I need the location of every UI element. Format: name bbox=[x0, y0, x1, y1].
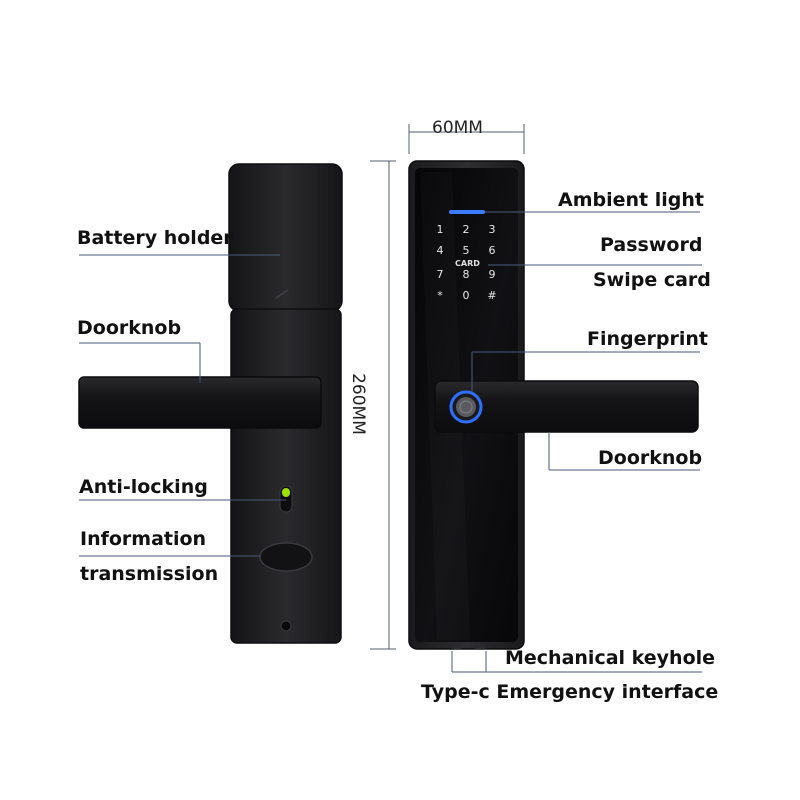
key-star: * bbox=[437, 289, 443, 302]
front-panel bbox=[408, 160, 699, 650]
key-hash: # bbox=[487, 289, 497, 302]
leader-lines bbox=[79, 211, 702, 673]
label-fingerprint: Fingerprint bbox=[587, 328, 708, 350]
anti-locking-indicator bbox=[282, 488, 290, 497]
label-doorknob-back: Doorknob bbox=[77, 317, 182, 339]
label-transmission: transmission bbox=[80, 563, 219, 585]
key-6: 6 bbox=[488, 244, 496, 257]
key-4: 4 bbox=[436, 244, 444, 257]
label-information: Information bbox=[80, 528, 207, 550]
key-0: 0 bbox=[462, 289, 470, 302]
label-swipe-card: Swipe card bbox=[593, 269, 711, 291]
back-panel-body bbox=[230, 308, 342, 644]
label-anti-locking: Anti-locking bbox=[79, 476, 208, 498]
back-panel bbox=[78, 163, 343, 644]
label-ambient-light: Ambient light bbox=[558, 189, 704, 211]
key-5: 5 bbox=[462, 244, 470, 257]
front-doorknob bbox=[434, 380, 699, 433]
type-c-port bbox=[474, 645, 486, 649]
key-3: 3 bbox=[488, 223, 496, 236]
label-password: Password bbox=[600, 234, 703, 256]
battery-cover bbox=[228, 163, 343, 312]
label-mechanical-keyhole: Mechanical keyhole bbox=[505, 647, 716, 669]
key-7: 7 bbox=[436, 268, 444, 281]
back-doorknob bbox=[78, 376, 322, 429]
information-button bbox=[259, 542, 313, 572]
ambient-light-bar bbox=[449, 210, 485, 214]
key-1: 1 bbox=[436, 223, 444, 236]
key-9: 9 bbox=[488, 268, 496, 281]
key-2: 2 bbox=[462, 223, 470, 236]
width-dimension-label: 60MM bbox=[432, 118, 483, 138]
label-battery-holder: Battery holder bbox=[77, 227, 233, 249]
height-dimension bbox=[370, 160, 396, 650]
height-dimension-label: 260MM bbox=[347, 373, 368, 435]
mechanical-keyhole bbox=[452, 645, 462, 649]
card-text: CARD bbox=[455, 259, 480, 268]
screw-hole bbox=[280, 620, 292, 632]
label-doorknob-front: Doorknob bbox=[598, 447, 703, 469]
label-type-c: Type-c Emergency interface bbox=[421, 681, 719, 703]
key-8: 8 bbox=[462, 268, 470, 281]
width-dimension bbox=[408, 124, 525, 154]
